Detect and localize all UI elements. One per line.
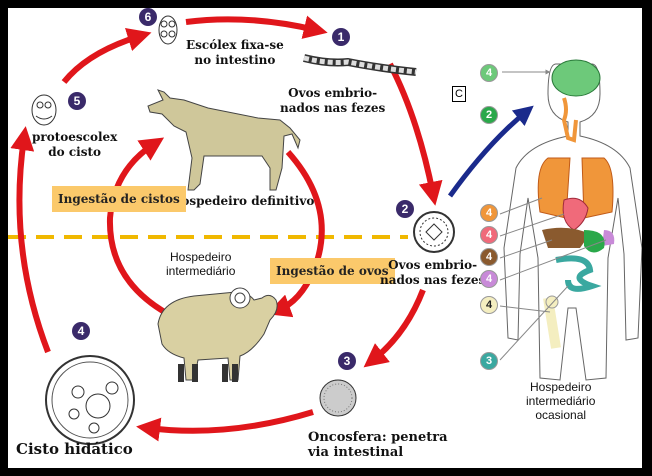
protoscolex-icon — [31, 94, 57, 126]
hydatid-cyst-icon — [45, 355, 135, 445]
pointer-kidney — [499, 239, 607, 281]
label-eggs-mid: Ovos embrio- nados nas fezes — [380, 258, 486, 287]
life-cycle-diagram — [8, 15, 642, 445]
label-intermediate-host: Hospedeiro intermediário — [166, 250, 236, 278]
label-definitive-host: Hospedeiro definitivo — [170, 194, 315, 208]
lung-right — [581, 157, 614, 219]
label-hydatid-cyst: Cisto hidático — [16, 440, 133, 458]
arrow-dog-to-sheep — [266, 150, 325, 318]
step-3-badge: 3 — [338, 352, 356, 370]
arrow-sheep-to-dog — [106, 137, 170, 317]
label-protoscolex: protoescolex do cisto — [32, 130, 118, 159]
sheep-icon — [157, 287, 278, 382]
arrow-5-to-6 — [61, 28, 152, 84]
kidney-organ — [602, 230, 615, 246]
organ-bone-badge: 4 — [480, 296, 498, 314]
organ-liver-badge: 4 — [480, 248, 498, 266]
label-cyst-ingestion: Ingestão de cistos — [52, 186, 186, 212]
label-eggs-top: Ovos embrio- nados nas fezes — [280, 86, 386, 115]
lung-left — [537, 157, 571, 219]
arrow-3-to-cyst — [136, 409, 314, 442]
step-5-badge: 5 — [68, 92, 86, 110]
brain-organ — [551, 59, 601, 97]
organ-airway-badge: 2 — [480, 106, 498, 124]
organ-brain-badge: 4 — [480, 64, 498, 82]
arrow-to-occasional-host — [447, 105, 534, 198]
pointer-bone — [499, 305, 551, 313]
heart-organ — [562, 197, 589, 231]
diagram-canvas: 6 1 5 2 3 4 Escólex fixa-se no intestino… — [8, 8, 642, 468]
c-marker-box: C — [452, 86, 466, 102]
label-occasional-host: Hospedeiro intermediário ocasional — [526, 380, 596, 422]
step-4-badge: 4 — [72, 322, 90, 340]
organ-intestine-badge: 3 — [480, 352, 498, 370]
liver-organ — [542, 227, 590, 248]
step-2-badge: 2 — [396, 200, 414, 218]
airway-organ — [561, 97, 578, 143]
pointer-liver — [499, 239, 553, 259]
label-scolex: Escólex fixa-se no intestino — [186, 38, 284, 67]
step-1-badge: 1 — [332, 28, 350, 46]
label-egg-ingestion: Ingestão de ovos — [270, 258, 395, 284]
dog-icon — [147, 89, 301, 191]
arrow-1-to-2 — [387, 62, 443, 206]
human-silhouette — [503, 59, 642, 381]
arrow-2-to-3 — [363, 288, 426, 368]
egg-icon — [413, 211, 455, 253]
pointer-intestine — [499, 285, 569, 361]
arrow-6-to-1 — [185, 15, 328, 39]
stomach-organ — [584, 230, 605, 253]
step-6-badge: 6 — [139, 8, 157, 26]
organ-lung-badge: 4 — [480, 204, 498, 222]
arrow-4-to-5 — [10, 126, 51, 354]
organ-heart-badge: 4 — [480, 226, 498, 244]
label-oncosphere: Oncosfera: penetra via intestinal — [308, 430, 448, 460]
adult-worm-icon — [303, 54, 417, 76]
organ-kidney-badge: 4 — [480, 270, 498, 288]
oncosphere-icon — [319, 379, 357, 417]
intestine-organ — [555, 255, 602, 292]
scolex-icon — [158, 15, 178, 45]
pointer-lung — [499, 197, 543, 215]
pointer-heart — [499, 213, 565, 237]
